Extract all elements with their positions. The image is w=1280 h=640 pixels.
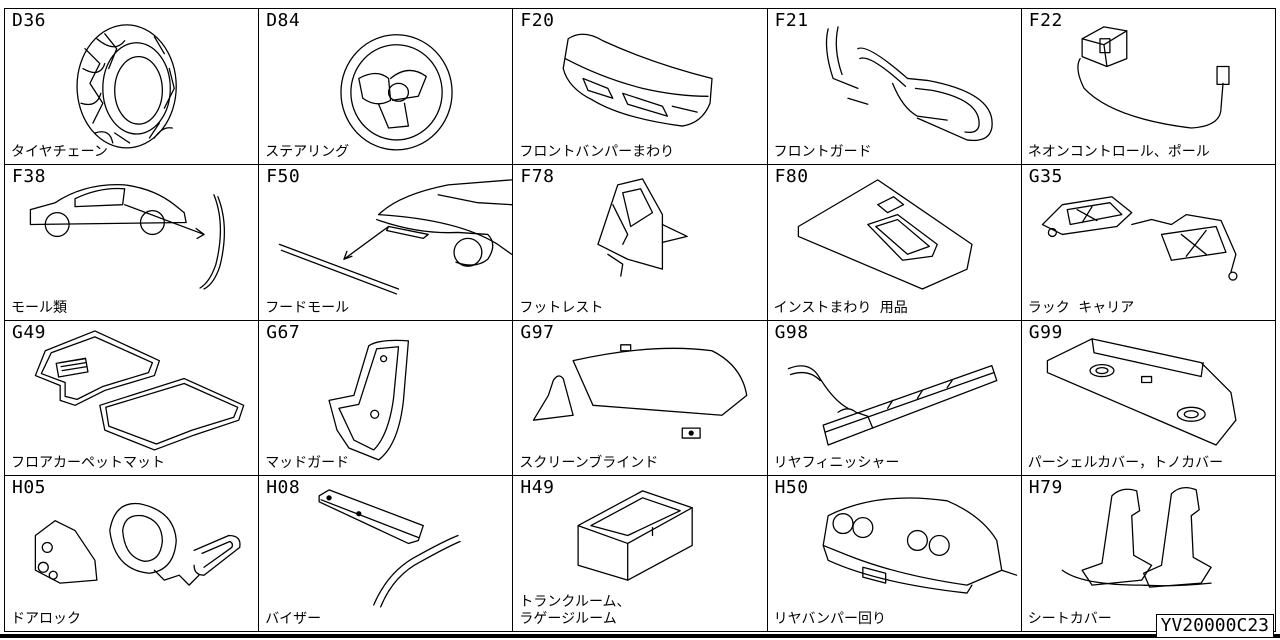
cell-h05[interactable]: H05 ドアロック xyxy=(5,476,260,632)
part-label: バイザー xyxy=(265,611,322,627)
part-code: F20 xyxy=(520,10,555,31)
part-code: G98 xyxy=(774,321,809,343)
part-code: F38 xyxy=(12,165,47,187)
cell-d36[interactable]: D36 タイヤチェーン xyxy=(5,9,260,165)
part-label: スクリーンブラインド xyxy=(519,455,659,472)
part-code: G67 xyxy=(266,321,301,343)
cell-f80[interactable]: F80 インストまわり 用品 xyxy=(767,164,1022,321)
part-code: F78 xyxy=(520,165,555,187)
cell-h79[interactable]: H79 シートカバー xyxy=(1021,476,1276,632)
part-label: リヤフィニッシャー xyxy=(773,455,900,472)
part-label: タイヤチェーン xyxy=(11,143,108,160)
floor-mat-icon xyxy=(34,329,245,451)
part-code: F22 xyxy=(1028,10,1063,31)
seat-cover-icon xyxy=(1061,487,1212,588)
bottom-border xyxy=(0,634,1280,638)
part-label: リヤバンパー回り xyxy=(773,611,887,627)
cell-d84[interactable]: D84 ステアリング xyxy=(259,9,514,165)
part-code: G99 xyxy=(1028,321,1063,343)
part-code: H79 xyxy=(1028,477,1063,499)
tire-chain-icon xyxy=(76,24,177,149)
part-label: フードモール xyxy=(265,299,350,316)
trunk-box-icon xyxy=(577,490,694,582)
part-code: G97 xyxy=(520,321,555,343)
front-bumper-icon xyxy=(562,33,714,127)
screen-blind-icon xyxy=(533,343,748,439)
cell-f21[interactable]: F21 フロントガード xyxy=(767,9,1022,165)
part-code: H49 xyxy=(520,477,555,499)
part-code: H05 xyxy=(12,477,47,499)
cell-g35[interactable]: G35 ラック キャリア xyxy=(1021,164,1276,321)
cell-h08[interactable]: H08 バイザー xyxy=(259,476,514,632)
instrument-panel-icon xyxy=(797,178,973,290)
neon-control-icon xyxy=(1077,26,1230,129)
drawing-reference-code: YV20000C23 xyxy=(1155,614,1274,638)
hood-molding-icon xyxy=(279,178,513,295)
cell-f20[interactable]: F20 フロントバンパーまわり xyxy=(513,9,768,165)
part-label: ネオンコントロール、ポール xyxy=(1027,143,1210,160)
part-code: H08 xyxy=(266,477,301,499)
rear-bumper-icon xyxy=(822,497,1017,594)
part-code: F21 xyxy=(774,10,809,31)
part-label: フロアカーペットマット xyxy=(11,455,165,472)
part-label: シートカバー xyxy=(1027,611,1112,627)
cell-g49[interactable]: G49 フロアカーペットマット xyxy=(5,320,260,477)
cell-h50[interactable]: H50 リヤバンパー回り xyxy=(767,476,1022,632)
cell-g97[interactable]: G97 スクリーンブラインド xyxy=(513,320,768,477)
part-code: D84 xyxy=(266,10,301,31)
cell-f22[interactable]: F22 ネオンコントロール、ポール xyxy=(1021,9,1276,165)
part-label: ステアリング xyxy=(265,143,350,160)
part-code: D36 xyxy=(12,10,47,31)
cell-h49[interactable]: H49 トランクルーム、 ラゲージルーム xyxy=(513,476,768,632)
part-label: フットレスト xyxy=(519,299,604,316)
door-lock-icon xyxy=(34,503,241,587)
part-label: ドアロック xyxy=(11,611,81,627)
rear-finisher-icon xyxy=(787,364,998,446)
cell-g99[interactable]: G99 パーシェルカバー，トノカバー xyxy=(1021,320,1276,477)
cell-f78[interactable]: F78 フットレスト xyxy=(513,164,768,321)
mud-guard-icon xyxy=(328,339,410,461)
part-label: パーシェルカバー，トノカバー xyxy=(1027,455,1224,472)
front-guard-icon xyxy=(825,26,993,142)
cell-g98[interactable]: G98 リヤフィニッシャー xyxy=(767,320,1022,477)
part-label: マッドガード xyxy=(265,455,350,472)
cell-f38[interactable]: F38 モール類 xyxy=(5,164,260,321)
parcel-shelf-icon xyxy=(1046,337,1237,446)
parts-index-grid: D36 タイヤチェーン D84 ステアリング F20 xyxy=(4,8,1276,632)
part-code: F80 xyxy=(774,165,809,187)
cell-g67[interactable]: G67 マッドガード xyxy=(259,320,514,477)
part-label: インストまわり 用品 xyxy=(773,299,908,316)
part-label: フロントガード xyxy=(773,143,872,160)
part-code: F50 xyxy=(266,165,301,187)
roof-rack-icon xyxy=(1041,195,1238,281)
part-code: H50 xyxy=(774,477,809,499)
part-label: トランクルーム、 ラゲージルーム xyxy=(519,594,631,627)
visor-icon xyxy=(318,489,461,608)
part-label: ラック キャリア xyxy=(1027,299,1135,316)
footrest-icon xyxy=(597,177,689,277)
part-label: フロントバンパーまわり xyxy=(519,143,675,160)
steering-wheel-icon xyxy=(340,34,453,151)
cell-f50[interactable]: F50 フードモール xyxy=(259,164,514,321)
part-label: モール類 xyxy=(11,299,67,316)
molding-icon xyxy=(29,183,226,290)
part-code: G49 xyxy=(12,321,47,343)
part-code: G35 xyxy=(1028,165,1063,187)
